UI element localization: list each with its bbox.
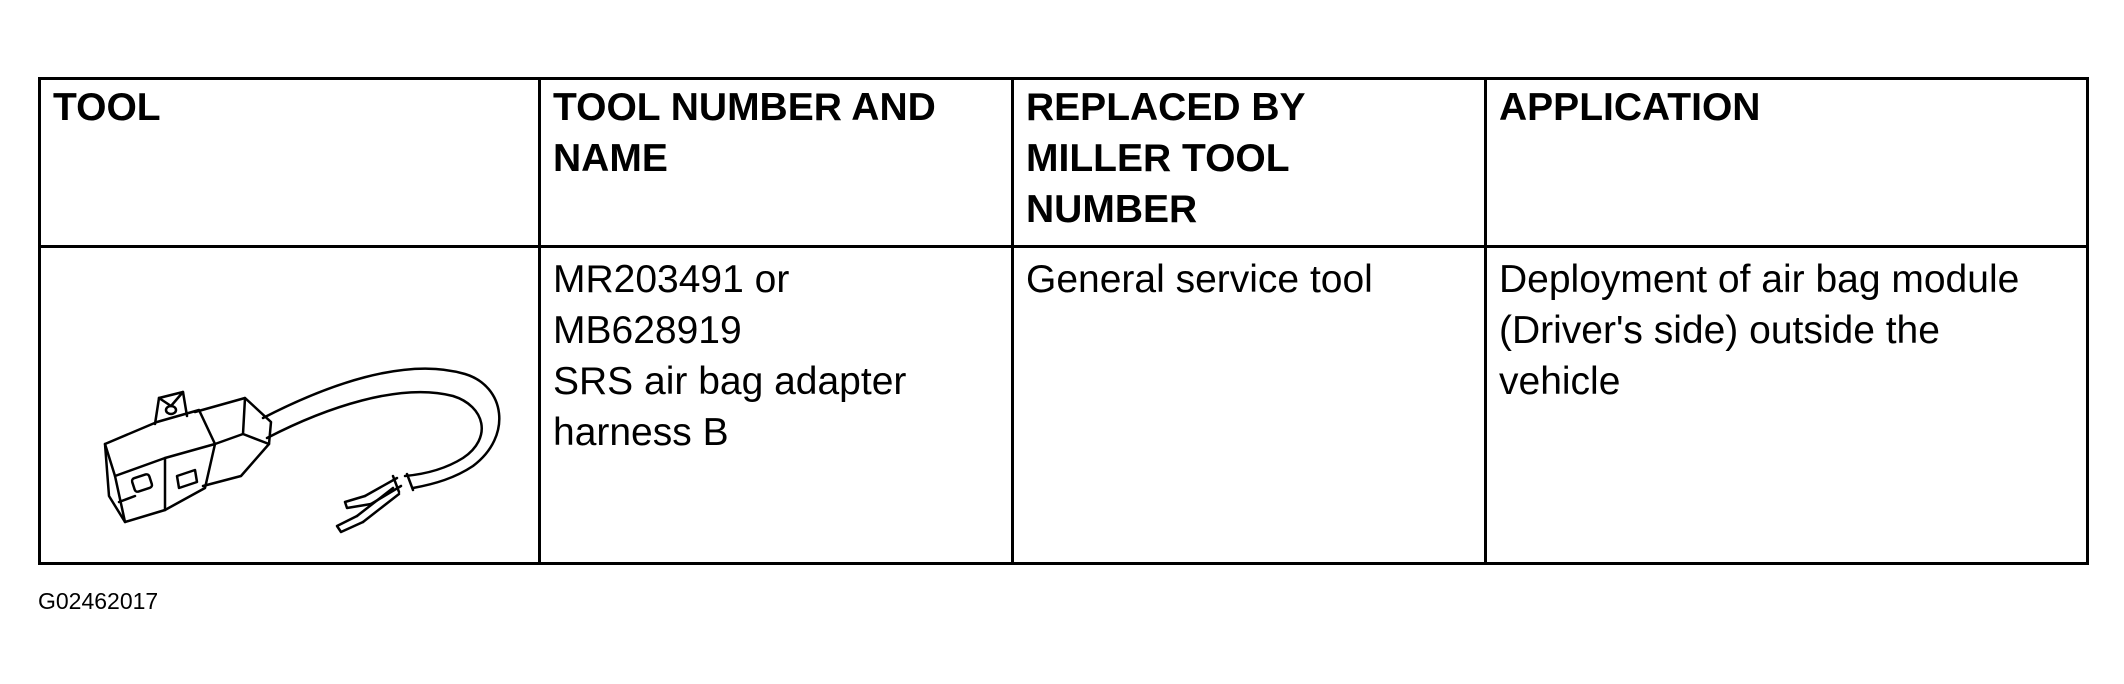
header-tool: TOOL xyxy=(38,77,541,248)
header-tool-number: TOOL NUMBER AND NAME xyxy=(538,77,1014,248)
application-line1: Deployment of air bag module xyxy=(1499,258,2020,301)
header-tool-number-line2: NAME xyxy=(553,137,668,180)
header-tool-label: TOOL xyxy=(53,86,161,129)
figure-code: G02462017 xyxy=(38,588,159,614)
tool-name-line1: SRS air bag adapter xyxy=(553,360,907,403)
srs-adapter-harness-icon xyxy=(103,367,501,534)
tool-number-cell: MR203491 or MB628919 SRS air bag adapter… xyxy=(538,245,1014,565)
tool-illustration-cell xyxy=(38,245,541,565)
header-replaced-line1: REPLACED BY xyxy=(1026,86,1306,129)
header-tool-number-line1: TOOL NUMBER AND xyxy=(553,86,936,129)
header-application-label: APPLICATION xyxy=(1499,86,1761,129)
table-row: MR203491 or MB628919 SRS air bag adapter… xyxy=(38,245,2089,565)
header-application: APPLICATION xyxy=(1484,77,2089,248)
header-replaced-by: REPLACED BY MILLER TOOL NUMBER xyxy=(1011,77,1487,248)
application-cell: Deployment of air bag module (Driver's s… xyxy=(1484,245,2089,565)
header-replaced-line2: MILLER TOOL xyxy=(1026,137,1290,180)
tool-table: TOOL TOOL NUMBER AND NAME REPLACED BY MI… xyxy=(38,77,2089,565)
table-header-row: TOOL TOOL NUMBER AND NAME REPLACED BY MI… xyxy=(38,77,2089,248)
application-line2: (Driver's side) outside the xyxy=(1499,309,1940,352)
replaced-by-cell: General service tool xyxy=(1011,245,1487,565)
tool-number-line2: MB628919 xyxy=(553,309,742,352)
tool-number-line1: MR203491 or xyxy=(553,258,790,301)
tool-name-line2: harness B xyxy=(553,411,729,454)
application-line3: vehicle xyxy=(1499,360,1621,403)
replaced-by-value: General service tool xyxy=(1026,258,1373,301)
header-replaced-line3: NUMBER xyxy=(1026,188,1198,231)
